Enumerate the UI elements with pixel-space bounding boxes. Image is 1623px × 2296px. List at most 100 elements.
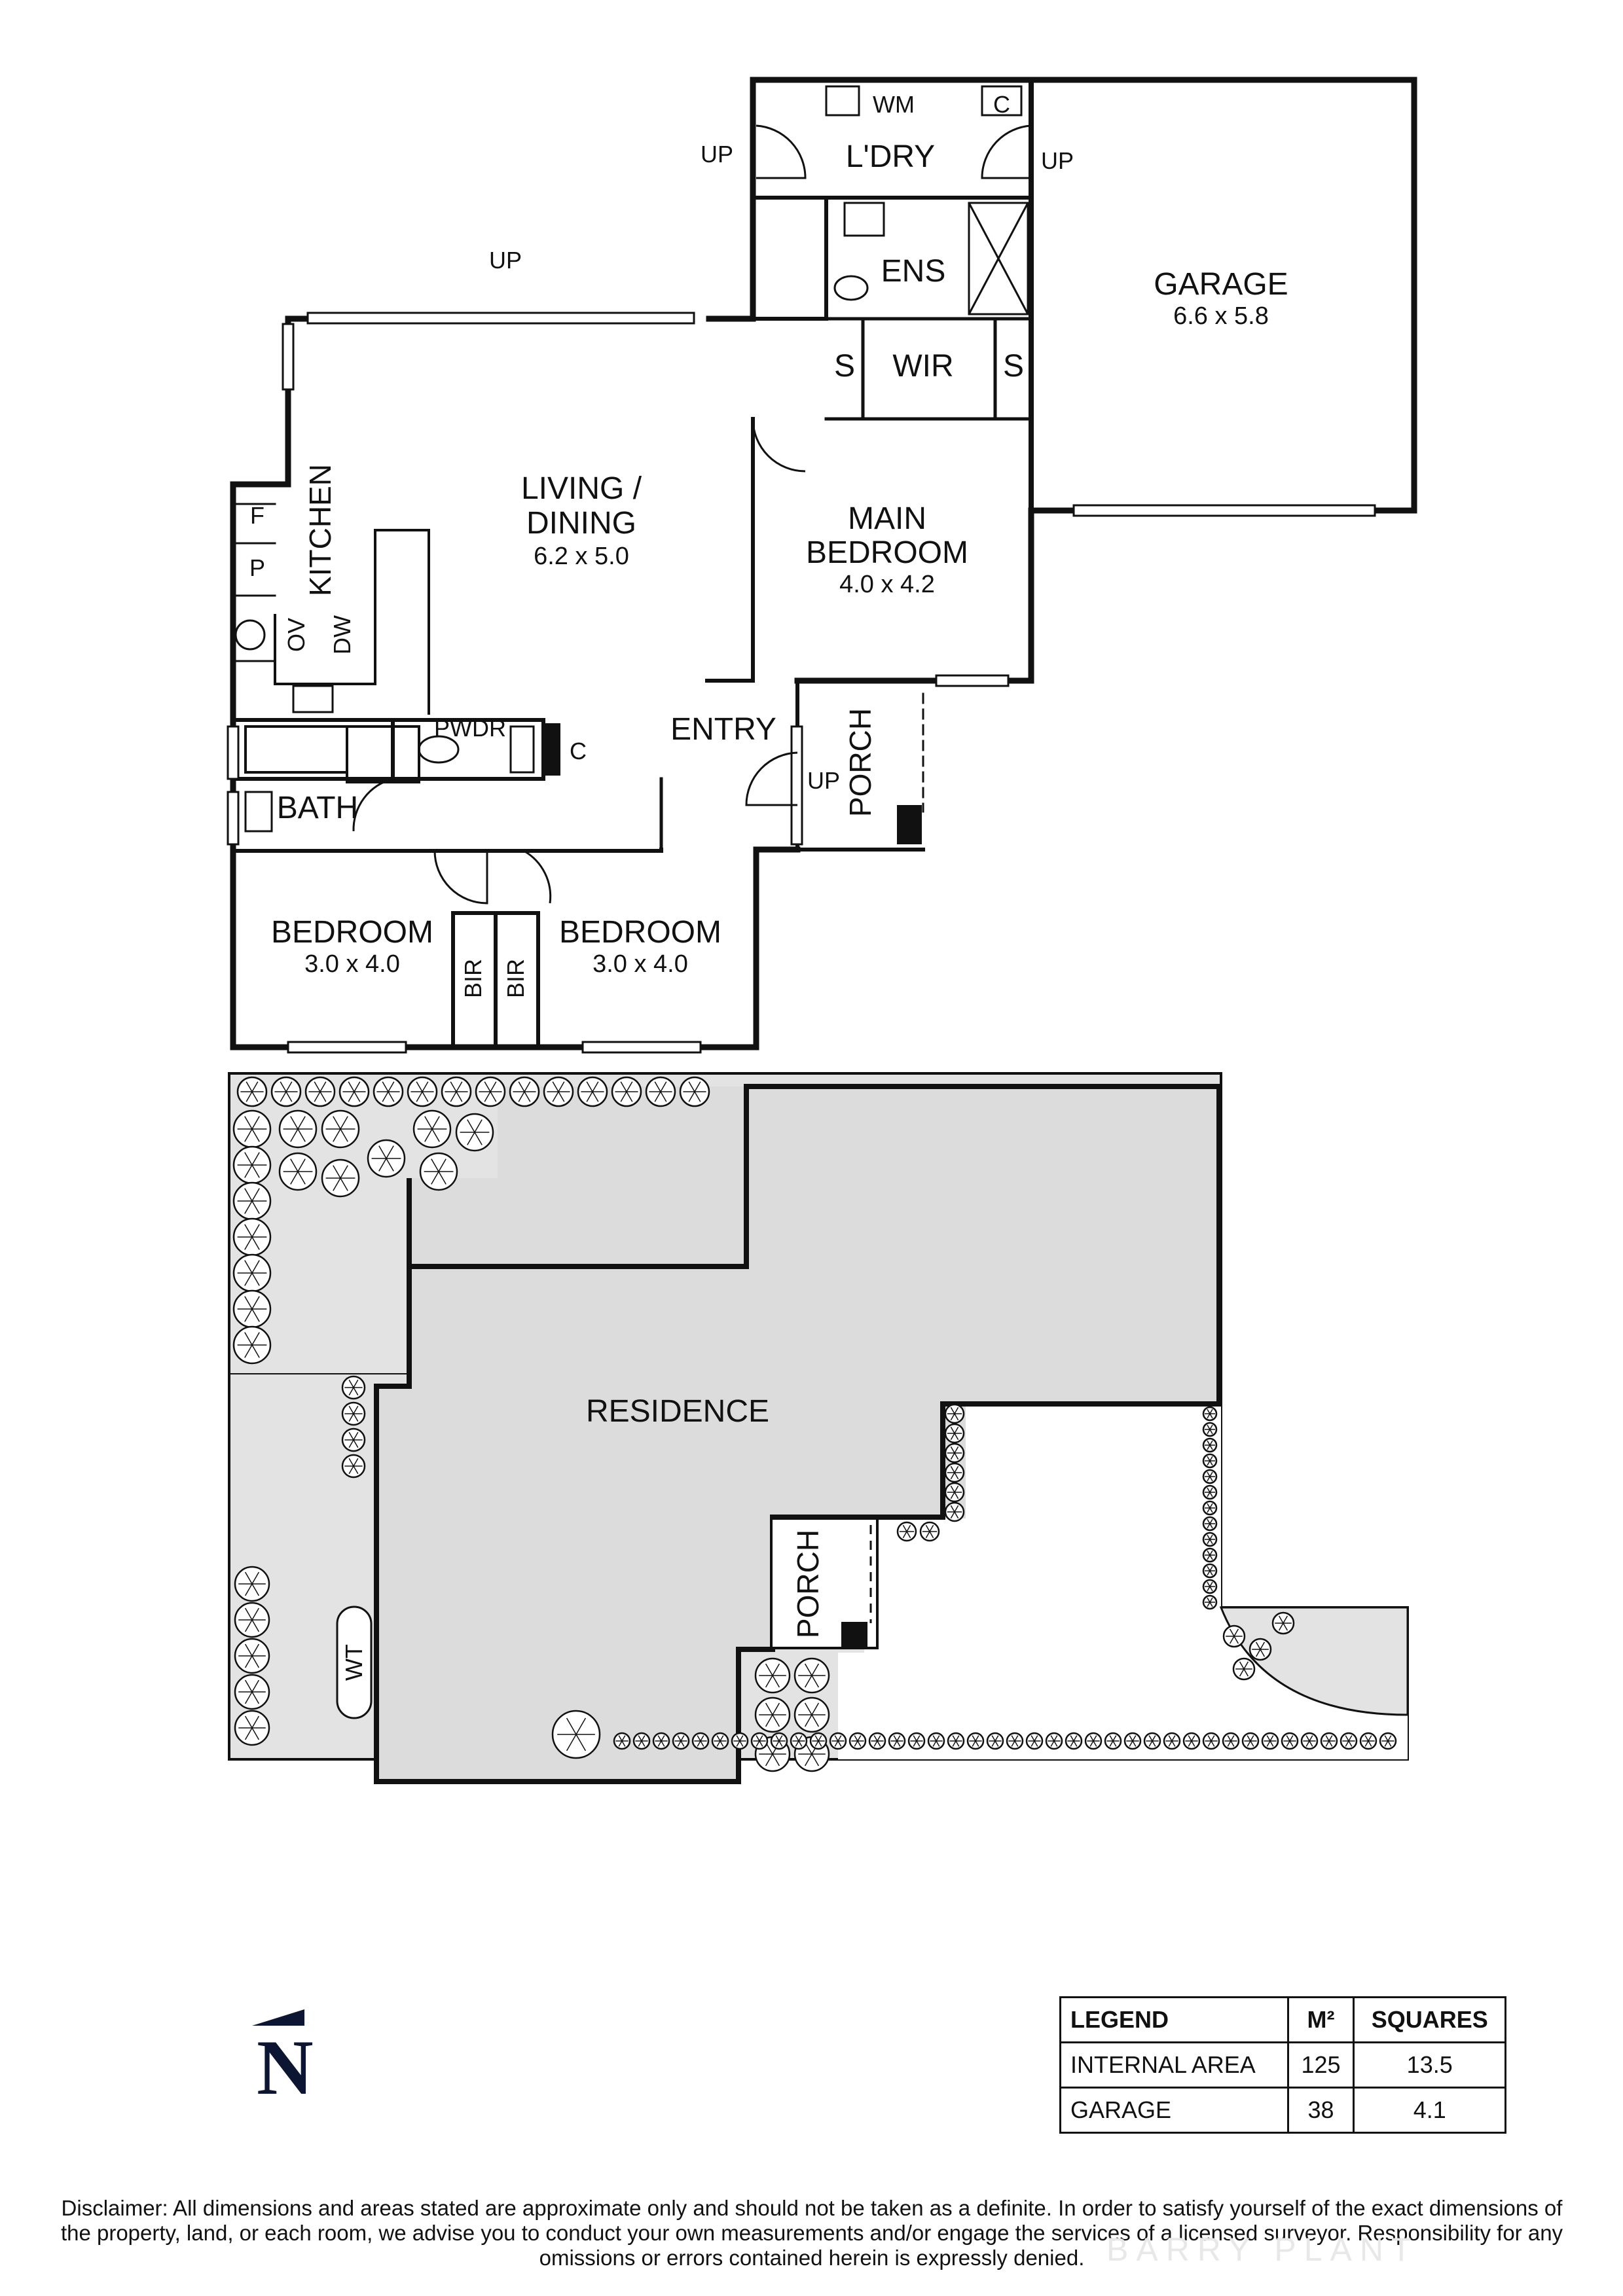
tree-icon [1202, 1406, 1218, 1422]
tree-icon [944, 1403, 965, 1424]
bedroom-right-dim-label: 3.0 x 4.0 [593, 950, 688, 978]
bir-right-label: BIR [502, 959, 529, 998]
compass-north-label: N [257, 2024, 314, 2111]
tree-icon [1222, 1732, 1240, 1750]
tree-icon [232, 1109, 272, 1149]
tree-icon [341, 1401, 366, 1426]
tree-icon [455, 1113, 494, 1152]
tree-icon [1006, 1732, 1024, 1750]
legend-row-m2: 38 [1286, 2087, 1355, 2134]
tree-icon [1123, 1732, 1142, 1750]
tree-icon [754, 1696, 791, 1733]
door-swings [352, 124, 1032, 905]
tree-icon [1202, 1500, 1218, 1516]
tree-icon [577, 1076, 608, 1107]
tree-icon [896, 1521, 917, 1542]
tree-icon [270, 1076, 302, 1107]
legend-header: LEGEND [1059, 1996, 1289, 2043]
tree-icon [234, 1710, 270, 1746]
tree-icon [234, 1566, 270, 1602]
tree-icon [868, 1732, 886, 1750]
tree-icon [1065, 1732, 1083, 1750]
tree-icon [754, 1657, 791, 1694]
oven-label: OV [283, 618, 310, 652]
tree-icon [672, 1732, 690, 1750]
tree-icon [1202, 1732, 1220, 1750]
tree-icon [1182, 1732, 1201, 1750]
tree-icon [373, 1076, 404, 1107]
bath-label: BATH [277, 791, 358, 825]
tree-icon [1249, 1638, 1272, 1661]
porch-post [897, 805, 922, 844]
water-tank [336, 1605, 373, 1719]
tree-icon [944, 1443, 965, 1463]
tree-icon [966, 1732, 985, 1750]
bedroom-right-label: BEDROOM [559, 915, 721, 950]
pantry-label: P [249, 554, 265, 581]
up-laundry-left-label: UP [701, 141, 733, 168]
tree-icon [1202, 1547, 1218, 1563]
tree-icon [551, 1710, 601, 1759]
tree-icon [750, 1732, 769, 1750]
tree-icon [944, 1423, 965, 1444]
tree-icon [341, 1454, 366, 1479]
tree-icon [1202, 1437, 1218, 1453]
tree-icon [611, 1076, 642, 1107]
tree-icon [1202, 1422, 1218, 1437]
tree-icon [691, 1732, 710, 1750]
tree-icon [1232, 1657, 1256, 1681]
living-line1-label: LIVING / [521, 471, 642, 506]
tree-icon [1271, 1611, 1295, 1635]
tree-icon [543, 1076, 574, 1107]
tree-icon [947, 1732, 965, 1750]
tree-icon [232, 1181, 272, 1221]
tree-icon [341, 1375, 366, 1400]
tree-icon [1202, 1453, 1218, 1469]
hall-cupboard-block [542, 723, 560, 776]
tree-icon [731, 1732, 749, 1750]
site-porch-post [841, 1622, 867, 1648]
up-laundry-right-label: UP [1041, 147, 1074, 174]
wir-label: WIR [892, 349, 953, 384]
kitchen-label: KITCHEN [303, 464, 337, 596]
water-tank-label: WT [340, 1644, 367, 1681]
bedroom-left-label: BEDROOM [271, 915, 433, 950]
legend-row-squares: 4.1 [1353, 2087, 1506, 2134]
garage-dim-label: 6.6 x 5.8 [1173, 302, 1269, 330]
garage-label: GARAGE [1154, 267, 1288, 302]
hall-cupboard-label: C [570, 738, 587, 764]
tree-icon [944, 1482, 965, 1503]
tree-icon [278, 1109, 318, 1149]
legend-header-row: LEGEND M² SQUARES [1059, 1996, 1506, 2043]
legend-row-label: INTERNAL AREA [1059, 2041, 1289, 2089]
site-porch-label: PORCH [791, 1530, 825, 1638]
watermark-logo: BARRY PLANT [1106, 2231, 1419, 2268]
room-labels: L'DRY WM C UP UP ENS WIR S S GARAGE 6.6 … [249, 91, 1288, 978]
tree-icon [888, 1732, 906, 1750]
tree-icon [645, 1076, 676, 1107]
tree-icon [234, 1638, 270, 1674]
tree-icon [419, 1152, 458, 1191]
disclaimer-text: Disclaimer: All dimensions and areas sta… [60, 2196, 1563, 2270]
tree-icon [1261, 1732, 1279, 1750]
tree-icon [632, 1732, 651, 1750]
tree-icon [338, 1076, 370, 1107]
legend-row-m2: 125 [1286, 2041, 1355, 2089]
tree-icon [232, 1289, 272, 1329]
tree-icon [829, 1732, 847, 1750]
porch-label: PORCH [843, 708, 877, 817]
living-dim-label: 6.2 x 5.0 [534, 543, 629, 570]
tree-icon [770, 1732, 788, 1750]
tree-icon [919, 1521, 940, 1542]
tree-icon [907, 1732, 926, 1750]
tree-icon [944, 1501, 965, 1522]
tree-icon [412, 1109, 452, 1149]
tree-icon [613, 1732, 631, 1750]
bir-left-label: BIR [460, 959, 486, 998]
tree-icon [1300, 1732, 1319, 1750]
tree-icon [1340, 1732, 1358, 1750]
tree-icon [1045, 1732, 1063, 1750]
tree-icon [278, 1152, 318, 1191]
tree-icon [1104, 1732, 1122, 1750]
